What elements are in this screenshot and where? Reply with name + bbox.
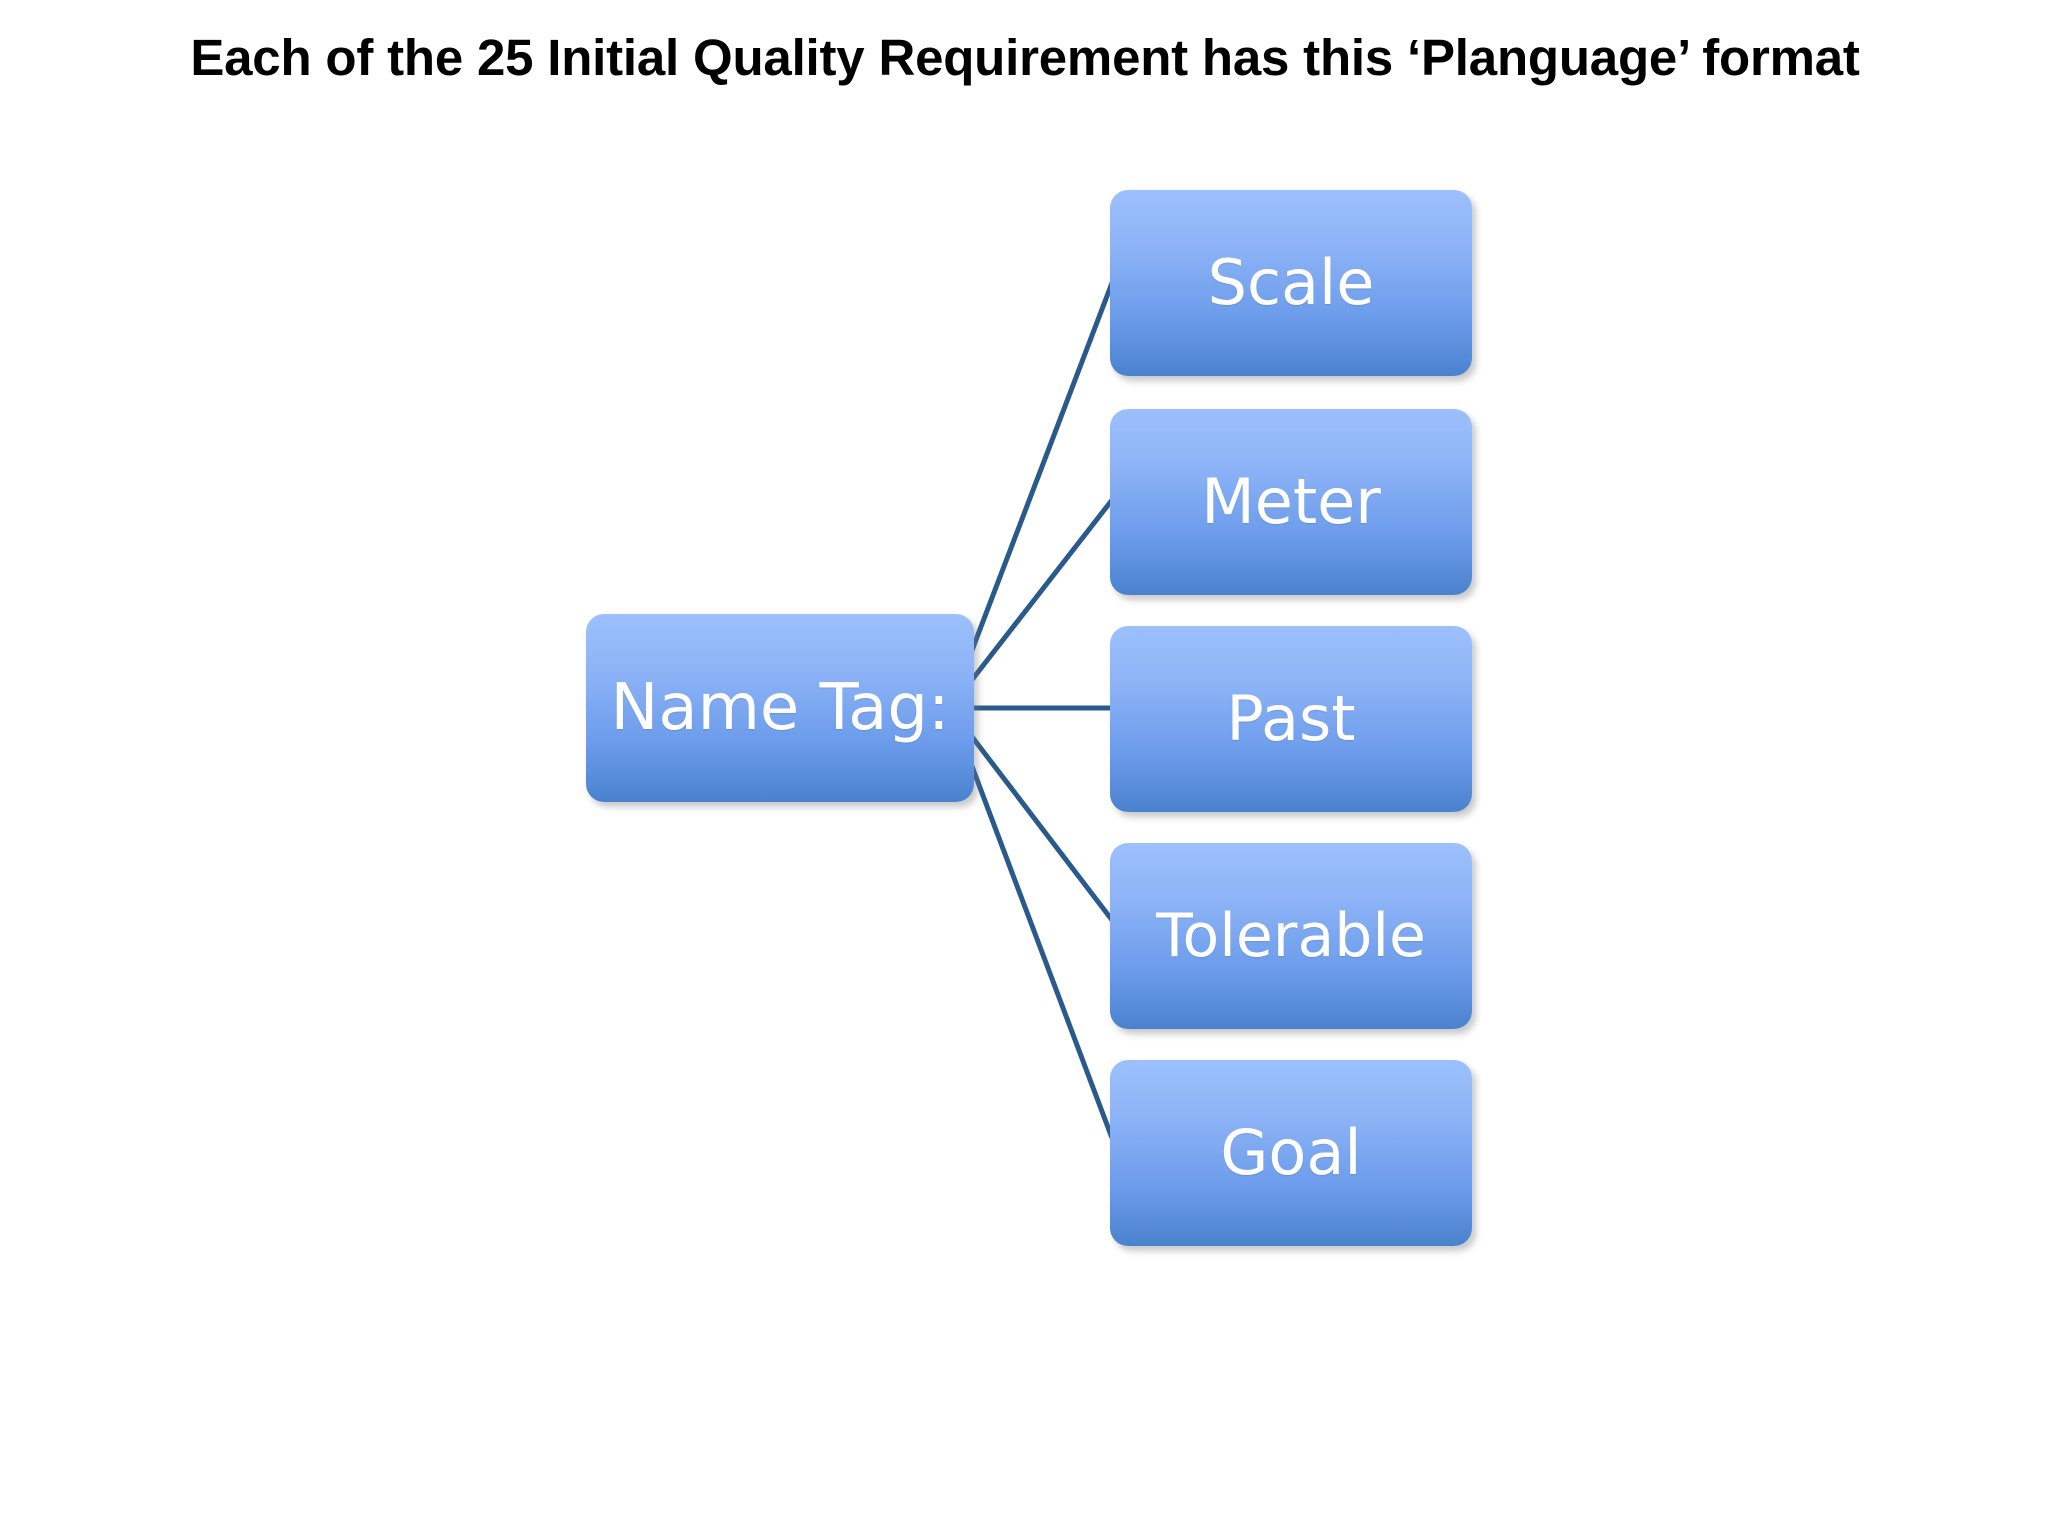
node-meter[interactable]: Meter bbox=[1110, 409, 1472, 595]
node-label: Meter bbox=[1201, 465, 1381, 538]
node-past[interactable]: Past bbox=[1110, 626, 1472, 812]
node-tolerable[interactable]: Tolerable bbox=[1110, 843, 1472, 1029]
connector-line-goal bbox=[947, 707, 1115, 1139]
node-label: Name Tag: bbox=[610, 671, 950, 745]
page-title: Each of the 25 Initial Quality Requireme… bbox=[190, 29, 1860, 86]
node-label: Goal bbox=[1220, 1116, 1362, 1189]
node-label: Past bbox=[1226, 682, 1356, 755]
node-scale[interactable]: Scale bbox=[1110, 190, 1472, 376]
node-goal[interactable]: Goal bbox=[1110, 1060, 1472, 1246]
connector-line-scale bbox=[947, 282, 1115, 709]
node-label: Tolerable bbox=[1156, 901, 1426, 971]
node-label: Scale bbox=[1207, 246, 1375, 319]
node-name-tag[interactable]: Name Tag: bbox=[586, 614, 974, 802]
connector-line-tolerable bbox=[948, 706, 1114, 922]
connector-line-meter bbox=[948, 498, 1114, 710]
